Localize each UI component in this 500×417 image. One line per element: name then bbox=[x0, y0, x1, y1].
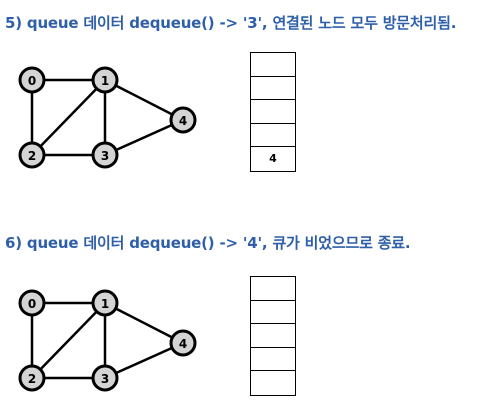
node-circle bbox=[91, 364, 119, 392]
node-circle bbox=[18, 289, 46, 317]
node-circle bbox=[169, 106, 197, 134]
node-0: 0 bbox=[18, 66, 46, 94]
step-5-title: 5) queue 데이터 dequeue() -> '3', 연결된 노드 모두… bbox=[5, 14, 457, 32]
queue-cell bbox=[251, 124, 295, 147]
node-label: 2 bbox=[28, 149, 36, 163]
node-label: 1 bbox=[101, 297, 109, 311]
node-circle bbox=[91, 141, 119, 169]
node-label: 4 bbox=[179, 337, 187, 351]
node-circle bbox=[91, 289, 119, 317]
node-label: 0 bbox=[28, 297, 36, 311]
node-circle bbox=[91, 66, 119, 94]
node-label: 1 bbox=[101, 74, 109, 88]
queue-cell: 4 bbox=[269, 152, 277, 166]
queue-cell bbox=[251, 348, 295, 371]
queue-cell bbox=[251, 77, 295, 100]
node-circle bbox=[18, 141, 46, 169]
node-circle bbox=[18, 66, 46, 94]
step-6-title: 6) queue 데이터 dequeue() -> '4', 큐가 비었으므로 … bbox=[5, 234, 411, 252]
graph-diagram-step-6: 0 1 2 3 4 bbox=[18, 289, 197, 392]
edge-1-4 bbox=[104, 301, 184, 345]
node-label: 0 bbox=[28, 74, 36, 88]
node-label: 3 bbox=[101, 372, 109, 386]
queue-cell bbox=[251, 301, 295, 324]
queue-cell bbox=[251, 53, 295, 77]
queue-cell bbox=[251, 371, 295, 395]
edge-1-4 bbox=[104, 78, 184, 122]
node-circle bbox=[169, 329, 197, 357]
node-1: 1 bbox=[91, 66, 119, 94]
node-circle bbox=[18, 364, 46, 392]
queue-cell bbox=[251, 100, 295, 124]
node-0: 0 bbox=[18, 289, 46, 317]
edge-1-2 bbox=[31, 79, 106, 156]
queue-cell bbox=[251, 277, 295, 301]
queue-cell bbox=[251, 324, 295, 348]
node-3: 3 bbox=[91, 364, 119, 392]
node-label: 4 bbox=[179, 114, 187, 128]
node-2: 2 bbox=[18, 364, 46, 392]
node-2: 2 bbox=[18, 141, 46, 169]
edge-3-4 bbox=[104, 118, 184, 157]
queue-step-5: 4 bbox=[250, 52, 296, 172]
edge-3-4 bbox=[104, 341, 184, 380]
node-1: 1 bbox=[91, 289, 119, 317]
edge-1-2 bbox=[31, 302, 106, 379]
node-4: 4 bbox=[169, 106, 197, 134]
queue-step-6 bbox=[250, 276, 296, 396]
node-3: 3 bbox=[91, 141, 119, 169]
node-label: 2 bbox=[28, 372, 36, 386]
graph-diagram-step-5: 0 1 2 3 4 bbox=[18, 66, 197, 169]
node-label: 3 bbox=[101, 149, 109, 163]
node-4: 4 bbox=[169, 329, 197, 357]
